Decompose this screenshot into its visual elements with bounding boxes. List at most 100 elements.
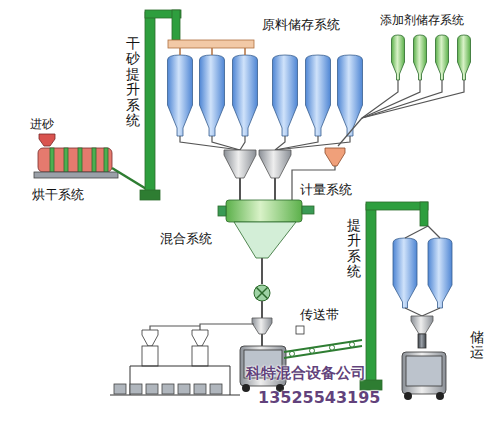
- feed-pipe: [212, 136, 240, 150]
- packer-feed-pipe: [200, 324, 254, 330]
- system-label: 计量系统: [300, 181, 352, 199]
- screw-distributor: [168, 40, 254, 48]
- raw-material-silo: [233, 55, 258, 136]
- elevator-chute: [172, 10, 180, 40]
- system-label: 混合系统: [160, 230, 212, 248]
- belt-drive: [296, 326, 304, 334]
- product-bag: [210, 384, 222, 394]
- bulk-truck-wheel: [404, 392, 412, 400]
- distributor-drop: [179, 48, 181, 55]
- dryer-ring: [64, 148, 68, 172]
- system-label: 烘干系统: [32, 186, 84, 204]
- dryer-ring: [104, 148, 108, 172]
- raw-material-silo: [273, 55, 298, 136]
- product-bag: [130, 384, 142, 394]
- system-label: 储运: [470, 330, 484, 361]
- packing-platform: [130, 366, 230, 395]
- weigh-hopper: [224, 150, 256, 178]
- additive-scale-hopper: [325, 148, 345, 166]
- product-bag: [178, 384, 190, 394]
- watermark: 科特混合设备公司: [246, 364, 366, 383]
- raw-material-silo: [200, 55, 225, 136]
- elevator-head: [366, 202, 428, 210]
- truck-loading-pipe: [261, 334, 263, 346]
- silo-outlet-pipe: [405, 308, 422, 316]
- system-label: 干砂提升系统: [126, 36, 140, 128]
- finished-product-hopper: [252, 318, 272, 334]
- belt-roller: [330, 345, 335, 350]
- hopper-to-mixer-pipe: [239, 178, 241, 200]
- packer-feed-pipe: [150, 326, 200, 330]
- distributor-drop: [244, 48, 246, 55]
- valve-cross: [256, 287, 268, 299]
- belt-roller: [310, 348, 315, 353]
- discharge-pipe: [261, 258, 263, 284]
- system-label: 传送带: [300, 306, 339, 324]
- bulk-truck-wheel: [242, 384, 250, 392]
- silo-outlet-pipe: [422, 308, 440, 316]
- feed-pipe: [180, 136, 240, 150]
- mixer-discharge-cone: [234, 222, 296, 258]
- additive-silo: [458, 35, 471, 80]
- elevator-boot: [140, 190, 160, 200]
- distributor-drop: [211, 48, 213, 55]
- valve-cross: [256, 287, 268, 299]
- valve-outlet-pipe: [261, 301, 263, 318]
- packer-hopper: [192, 330, 208, 346]
- system-label: 提升系统: [347, 218, 361, 280]
- packer-hopper: [142, 330, 158, 346]
- loading-spout: [418, 334, 426, 348]
- bulk-truck-wheel: [436, 392, 444, 400]
- additive-pipe: [338, 118, 362, 146]
- watermark: 13525543195: [258, 388, 380, 407]
- mixer-motor: [302, 206, 314, 214]
- raw-material-silo: [338, 55, 363, 136]
- storage-silo: [428, 238, 452, 308]
- mixer-bearing: [218, 206, 226, 216]
- packing-machine: [192, 346, 208, 366]
- dryer-ring: [50, 148, 54, 172]
- dryer-ring: [78, 148, 82, 172]
- silo-feed-pipe: [428, 226, 440, 238]
- bulk-truck: [402, 352, 446, 394]
- silo-feed-pipe: [405, 226, 428, 238]
- product-bag: [114, 384, 126, 394]
- additive-pipe: [362, 80, 464, 118]
- additive-pipe: [362, 80, 420, 118]
- system-label: 原料储存系统: [262, 16, 340, 34]
- belt-conveyor: [284, 340, 362, 352]
- bag-conveyor: [110, 394, 240, 395]
- mixer-body: [226, 200, 302, 222]
- belt-roller: [290, 351, 295, 356]
- additive-silo: [414, 35, 427, 80]
- loading-hopper: [411, 316, 433, 334]
- dryer-to-elevator-conveyor: [112, 168, 148, 190]
- product-bag: [194, 384, 206, 394]
- raw-material-silo: [168, 55, 193, 136]
- dry-sand-elevator: [145, 12, 155, 198]
- hopper-to-mixer-pipe: [274, 178, 276, 200]
- bulk-truck-window: [406, 356, 442, 386]
- belt-roller: [350, 342, 355, 347]
- additive-silo: [436, 35, 449, 80]
- rotary-dryer-drum: [38, 148, 112, 172]
- additive-pipe: [362, 80, 442, 118]
- weigh-hopper: [259, 150, 291, 178]
- discharge-valve: [254, 285, 270, 301]
- system-label: 添加剂储存系统: [380, 12, 464, 29]
- lifting-elevator: [366, 204, 376, 386]
- belt-conveyor: [284, 346, 362, 358]
- raw-material-silo: [306, 55, 331, 136]
- packing-machine: [142, 346, 158, 366]
- feed-pipe: [240, 136, 245, 150]
- product-bag: [146, 384, 158, 394]
- dryer-base: [34, 172, 118, 178]
- sand-feed-hopper: [39, 134, 55, 146]
- storage-silo: [393, 238, 417, 308]
- elevator-chute: [420, 202, 428, 226]
- additive-silo: [392, 35, 405, 80]
- dryer-ring: [92, 148, 96, 172]
- product-bag: [162, 384, 174, 394]
- sand-inlet-label: 进砂: [30, 116, 54, 133]
